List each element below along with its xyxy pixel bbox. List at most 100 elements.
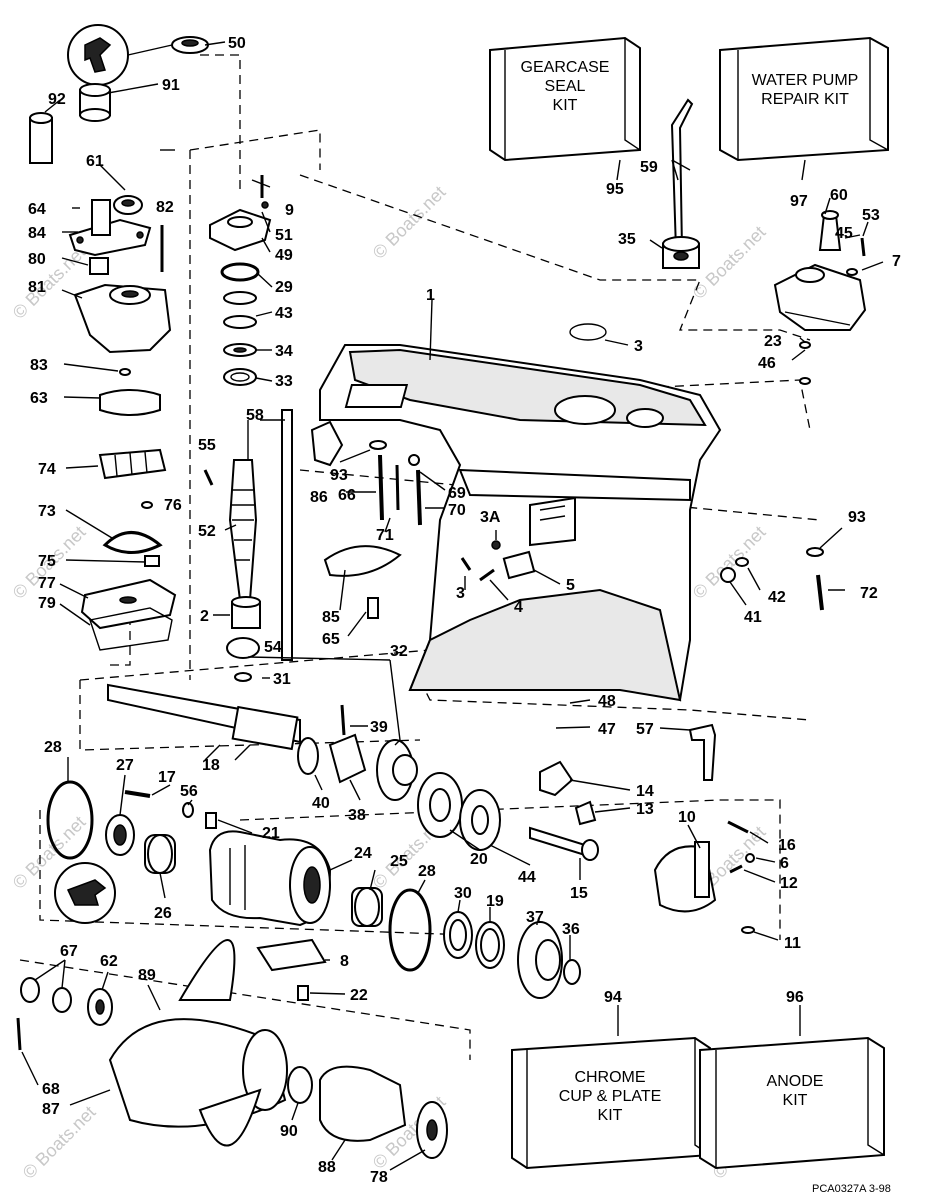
part-10-cradle[interactable] (653, 841, 717, 913)
part-68-cotter-pin[interactable] (16, 1017, 22, 1051)
part-93-washer-right[interactable] (806, 547, 824, 557)
part-24-bearing-carrier[interactable] (208, 830, 332, 927)
part-5-plug[interactable] (502, 550, 536, 580)
part-44-washer[interactable] (459, 789, 501, 851)
part-3-o-ring[interactable] (569, 323, 607, 341)
part-80-sleeve[interactable] (89, 257, 109, 275)
part-30-shim[interactable] (443, 911, 473, 959)
part-58-shaft[interactable] (281, 409, 293, 661)
part-93-washer[interactable] (369, 440, 387, 450)
part-75-plate[interactable] (144, 555, 160, 567)
part-62-spacer[interactable] (87, 988, 113, 1026)
part-61-grommet[interactable] (113, 195, 143, 215)
part-55-pin[interactable] (203, 469, 214, 486)
part-88-hub[interactable] (319, 1065, 407, 1142)
part-12-spring[interactable] (729, 864, 743, 874)
part-69-bolt[interactable] (408, 454, 422, 526)
part-53-screw[interactable] (846, 237, 866, 276)
part-9-screw[interactable] (260, 175, 269, 209)
part-52-shaft[interactable] (228, 459, 258, 601)
part-29-o-ring[interactable] (220, 262, 260, 282)
part-84-plate[interactable] (68, 199, 152, 257)
part-86-cover[interactable] (310, 420, 344, 467)
callout: 36 (562, 921, 580, 938)
part-66-stud[interactable] (378, 454, 384, 521)
part-79-gasket[interactable] (89, 607, 173, 651)
part-92-tube[interactable] (29, 112, 53, 164)
part-18-propshaft[interactable] (107, 683, 301, 751)
callout: 1 (426, 287, 435, 304)
part-37-reverse-gear[interactable] (517, 921, 563, 999)
part-4-screw[interactable] (479, 568, 495, 582)
part-40-spring[interactable] (297, 737, 319, 775)
part-49-retainer[interactable] (209, 208, 272, 252)
part-13-clip[interactable] (574, 800, 597, 826)
part-19-washer[interactable] (475, 921, 505, 969)
part-36-shim[interactable] (563, 959, 581, 985)
svg-text:CUP & PLATE: CUP & PLATE (559, 1088, 662, 1105)
part-50-seal[interactable] (171, 36, 209, 54)
callout: 69 (448, 485, 466, 502)
part-46-washers[interactable] (799, 341, 811, 385)
part-89-propeller[interactable] (108, 939, 288, 1147)
part-33-bearing[interactable] (223, 368, 257, 386)
part-28-o-ring-left[interactable] (46, 780, 94, 860)
part-2-bearing[interactable] (231, 596, 261, 629)
part-27-seal[interactable] (105, 814, 135, 856)
part-41-plug[interactable] (720, 567, 736, 583)
part-76-key[interactable] (141, 501, 153, 509)
chrome-cup-plate-kit-box[interactable]: CHROME CUP & PLATE KIT (511, 1036, 711, 1170)
part-16-pin[interactable] (727, 820, 749, 834)
kit-label: WATER PUMP (752, 72, 859, 89)
part-32-forward-gear[interactable] (376, 739, 418, 801)
part-85-trim-tab[interactable] (323, 545, 402, 577)
gearcase-housing[interactable] (319, 344, 722, 702)
part-54-gear[interactable] (226, 637, 260, 659)
part-43-shims[interactable] (223, 291, 257, 329)
part-91-bushing[interactable] (79, 83, 111, 122)
part-90-washer[interactable] (287, 1066, 313, 1104)
part-3a-plug[interactable] (491, 540, 501, 550)
part-77-plate[interactable] (80, 578, 177, 630)
part-21-clip[interactable] (205, 812, 217, 829)
part-59-tube[interactable] (670, 98, 694, 251)
part-8-anode[interactable] (256, 938, 327, 972)
callout: 58 (246, 407, 264, 424)
part-74-impeller[interactable] (98, 448, 167, 480)
part-67-nut[interactable] (20, 977, 72, 1013)
part-28-o-ring-right[interactable] (388, 888, 432, 972)
part-15-shift-rod[interactable] (529, 826, 599, 861)
part-34-washer[interactable] (223, 343, 257, 357)
part-31-shim[interactable] (234, 672, 252, 682)
part-42-washer[interactable] (735, 557, 749, 567)
part-56-washer[interactable] (182, 802, 194, 818)
footer-code: PCA0327A 3-98 (812, 1183, 891, 1195)
gearcase-seal-kit-box[interactable]: GEARCASE SEAL KIT (489, 36, 641, 162)
part-35-bearing[interactable] (662, 236, 700, 269)
part-65-screw[interactable] (367, 597, 379, 619)
part-14-bracket[interactable] (539, 760, 574, 797)
part-38-clutch-dog[interactable] (328, 733, 367, 784)
part-71-bolt[interactable] (395, 464, 400, 511)
part-83-o-ring[interactable] (119, 368, 131, 376)
part-63-liner[interactable] (99, 389, 161, 416)
part-6-ball[interactable] (745, 853, 755, 863)
part-17-screw[interactable] (124, 790, 151, 798)
part-81-pump-housing[interactable] (73, 283, 172, 354)
part-78-plate[interactable] (416, 1101, 448, 1159)
part-39-pin[interactable] (340, 704, 346, 736)
part-26-bearing[interactable] (144, 834, 176, 874)
part-20-thrust-washer[interactable] (417, 772, 463, 838)
part-22-screw[interactable] (297, 985, 309, 1001)
part-25-bearing[interactable] (351, 887, 383, 927)
anode-kit-box[interactable]: ANODE KIT (699, 1036, 885, 1170)
part-11-pin[interactable] (741, 926, 755, 934)
water-pump-kit-box[interactable]: WATER PUMP REPAIR KIT (719, 36, 889, 162)
kit-label: CHROME (574, 1069, 645, 1086)
callout: 66 (338, 487, 356, 504)
part-57-link[interactable] (688, 723, 717, 781)
part-72-screw[interactable] (816, 574, 824, 611)
part-3-screw[interactable] (460, 557, 472, 571)
part-23-pump-assembly[interactable] (773, 263, 867, 331)
part-73-gasket[interactable] (102, 531, 163, 554)
